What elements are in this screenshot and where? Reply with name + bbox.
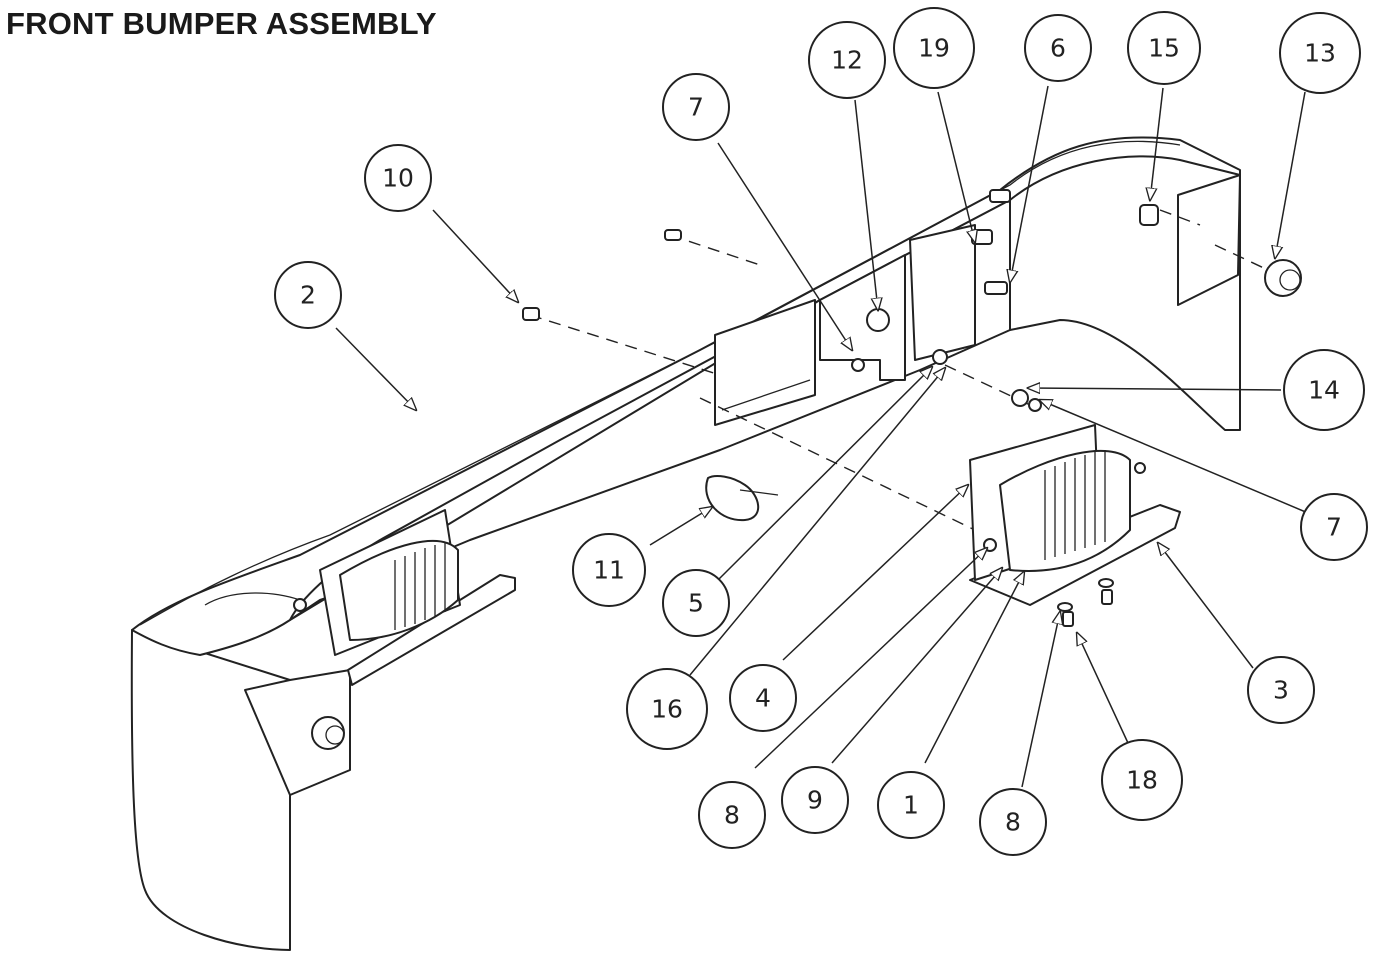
balloon-label: 8: [724, 801, 740, 830]
left-lamp-mount-plate: [347, 574, 516, 686]
balloon-7-right: 7: [1300, 493, 1368, 561]
balloon-7-top: 7: [662, 73, 730, 141]
washer-right: [1098, 578, 1114, 588]
bolt-top: [664, 229, 682, 241]
balloon-label: 8: [1005, 808, 1021, 837]
balloon-label: 3: [1273, 676, 1289, 705]
balloon-label: 15: [1148, 34, 1180, 63]
balloon-label: 12: [831, 46, 863, 75]
balloon-10: 10: [364, 144, 432, 212]
right-lamp-assembly: [969, 424, 1181, 606]
bumper-left-cutout: [204, 592, 301, 606]
balloon-4: 4: [729, 664, 797, 732]
balloon-14: 14: [1283, 349, 1365, 431]
balloon-12: 12: [808, 21, 886, 99]
screw-right: [1101, 589, 1113, 605]
leader-lines: [335, 85, 1309, 788]
bumper-left-end-panel: [130, 629, 291, 951]
balloon-15: 15: [1127, 11, 1201, 85]
left-lamp-fins: [394, 542, 446, 630]
left-lamp-bolt: [293, 598, 307, 612]
nut-7-left: [851, 358, 865, 372]
balloon-8-right: 8: [979, 788, 1047, 856]
right-lamp-nut: [1134, 462, 1146, 474]
balloon-5: 5: [662, 569, 730, 637]
left-lamp-assembly: [293, 509, 516, 686]
balloon-label: 7: [1326, 513, 1342, 542]
balloon-8-left: 8: [698, 781, 766, 849]
left-lamp-housing: [339, 539, 459, 641]
bumper-rect-opening-inner: [721, 379, 811, 411]
hardware: [311, 189, 1302, 750]
screw-18: [1062, 611, 1074, 627]
balloon-13: 13: [1279, 12, 1361, 94]
balloon-label: 2: [300, 281, 316, 310]
balloon-label: 18: [1126, 766, 1158, 795]
balloon-label: 6: [1050, 34, 1066, 63]
bolt-10: [522, 307, 540, 321]
balloon-16: 16: [626, 668, 708, 750]
balloon-label: 11: [593, 556, 625, 585]
bumper-front-lip: [139, 140, 1181, 626]
balloon-11: 11: [572, 533, 646, 607]
balloon-label: 9: [807, 786, 823, 815]
balloon-label: 13: [1304, 39, 1336, 68]
right-lamp-fins: [1044, 450, 1106, 560]
balloon-1: 1: [877, 771, 945, 839]
balloon-6: 6: [1024, 14, 1092, 82]
balloon-19: 19: [893, 7, 975, 89]
vertical-bracket: [909, 224, 976, 361]
balloon-label: 7: [688, 93, 704, 122]
bumper-right-end-plate: [1177, 174, 1241, 306]
page-title: FRONT BUMPER ASSEMBLY: [6, 6, 437, 41]
balloon-label: 16: [651, 695, 683, 724]
balloon-3: 3: [1247, 656, 1315, 724]
nut-16: [932, 349, 948, 365]
nut-7-right: [1028, 398, 1042, 412]
balloon-label: 10: [382, 164, 414, 193]
balloon-label: 4: [755, 684, 771, 713]
round-bumper-13: [1264, 259, 1302, 297]
washer-8: [1057, 602, 1073, 612]
assembly-lines: [529, 209, 1269, 531]
balloon-label: 1: [903, 791, 919, 820]
bumper-left-end-face: [244, 669, 351, 796]
washer-14: [1011, 389, 1029, 407]
balloon-9: 9: [781, 766, 849, 834]
spacer-15: [1139, 204, 1159, 226]
balloon-label: 14: [1308, 376, 1340, 405]
balloons: 10 2 7 12 19 6 15 13: [274, 7, 1368, 856]
left-round-bumper: [311, 716, 345, 750]
balloon-18: 18: [1101, 739, 1183, 821]
balloon-label: 19: [918, 34, 950, 63]
balloon-2: 2: [274, 261, 342, 329]
wire-clip-11: [705, 475, 760, 522]
bolt-upper: [989, 189, 1011, 203]
bumper-rect-opening: [714, 299, 816, 426]
nut-12: [866, 308, 890, 332]
bolt-6: [984, 281, 1008, 295]
balloon-label: 5: [688, 589, 704, 618]
